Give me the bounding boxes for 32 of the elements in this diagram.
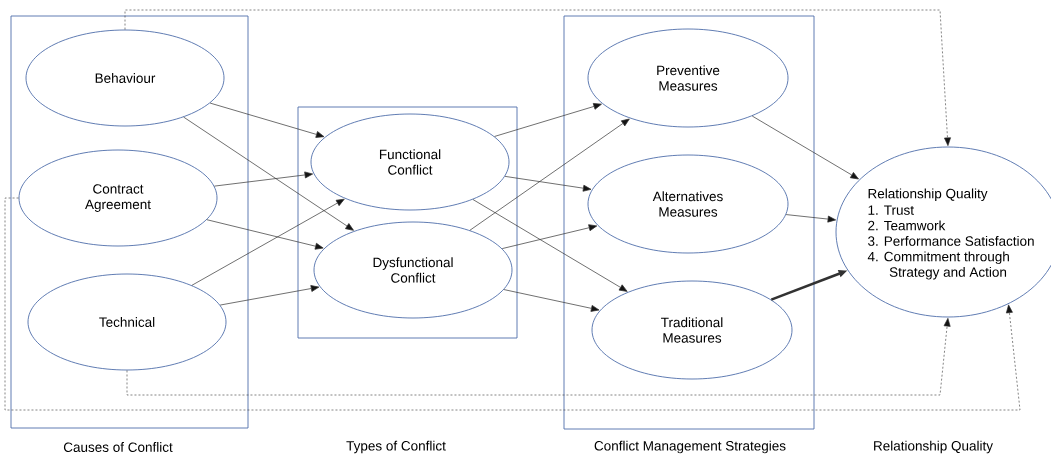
arrow [501,224,598,249]
arrow [785,214,837,223]
column-heading: Conflict Management Strategies [594,440,786,454]
arrow [209,102,325,138]
arrow [4,197,1021,411]
ellipse-node: Functional Conflict [310,113,510,211]
group-box [297,106,518,339]
arrow [751,115,859,180]
column-heading: Relationship Quality [874,440,993,454]
arrow [124,9,951,147]
arrow [494,103,602,137]
ellipse-node: Technical [27,273,227,371]
arrow [183,116,354,231]
ellipse-node: Contract Agreement [18,149,218,247]
arrow [503,289,600,312]
arrow [472,199,628,292]
ellipse-node: Dysfunctional Conflict [313,221,513,319]
ellipse-node: Preventive Measures [587,28,789,128]
arrow [191,198,345,286]
arrow [469,118,630,231]
group-box [10,15,249,429]
group-box [563,15,815,430]
arrow [214,171,313,187]
column-heading: Types of Conflict [346,440,446,454]
arrow [206,219,324,250]
ellipse-node: Behaviour [25,29,225,127]
ellipse-node: Traditional Measures [591,280,793,380]
arrow [504,176,592,192]
ellipse-node: Alternatives Measures [587,154,789,254]
arrow [219,285,320,306]
column-heading: Causes of Conflict [63,442,173,452]
arrow [126,317,951,396]
